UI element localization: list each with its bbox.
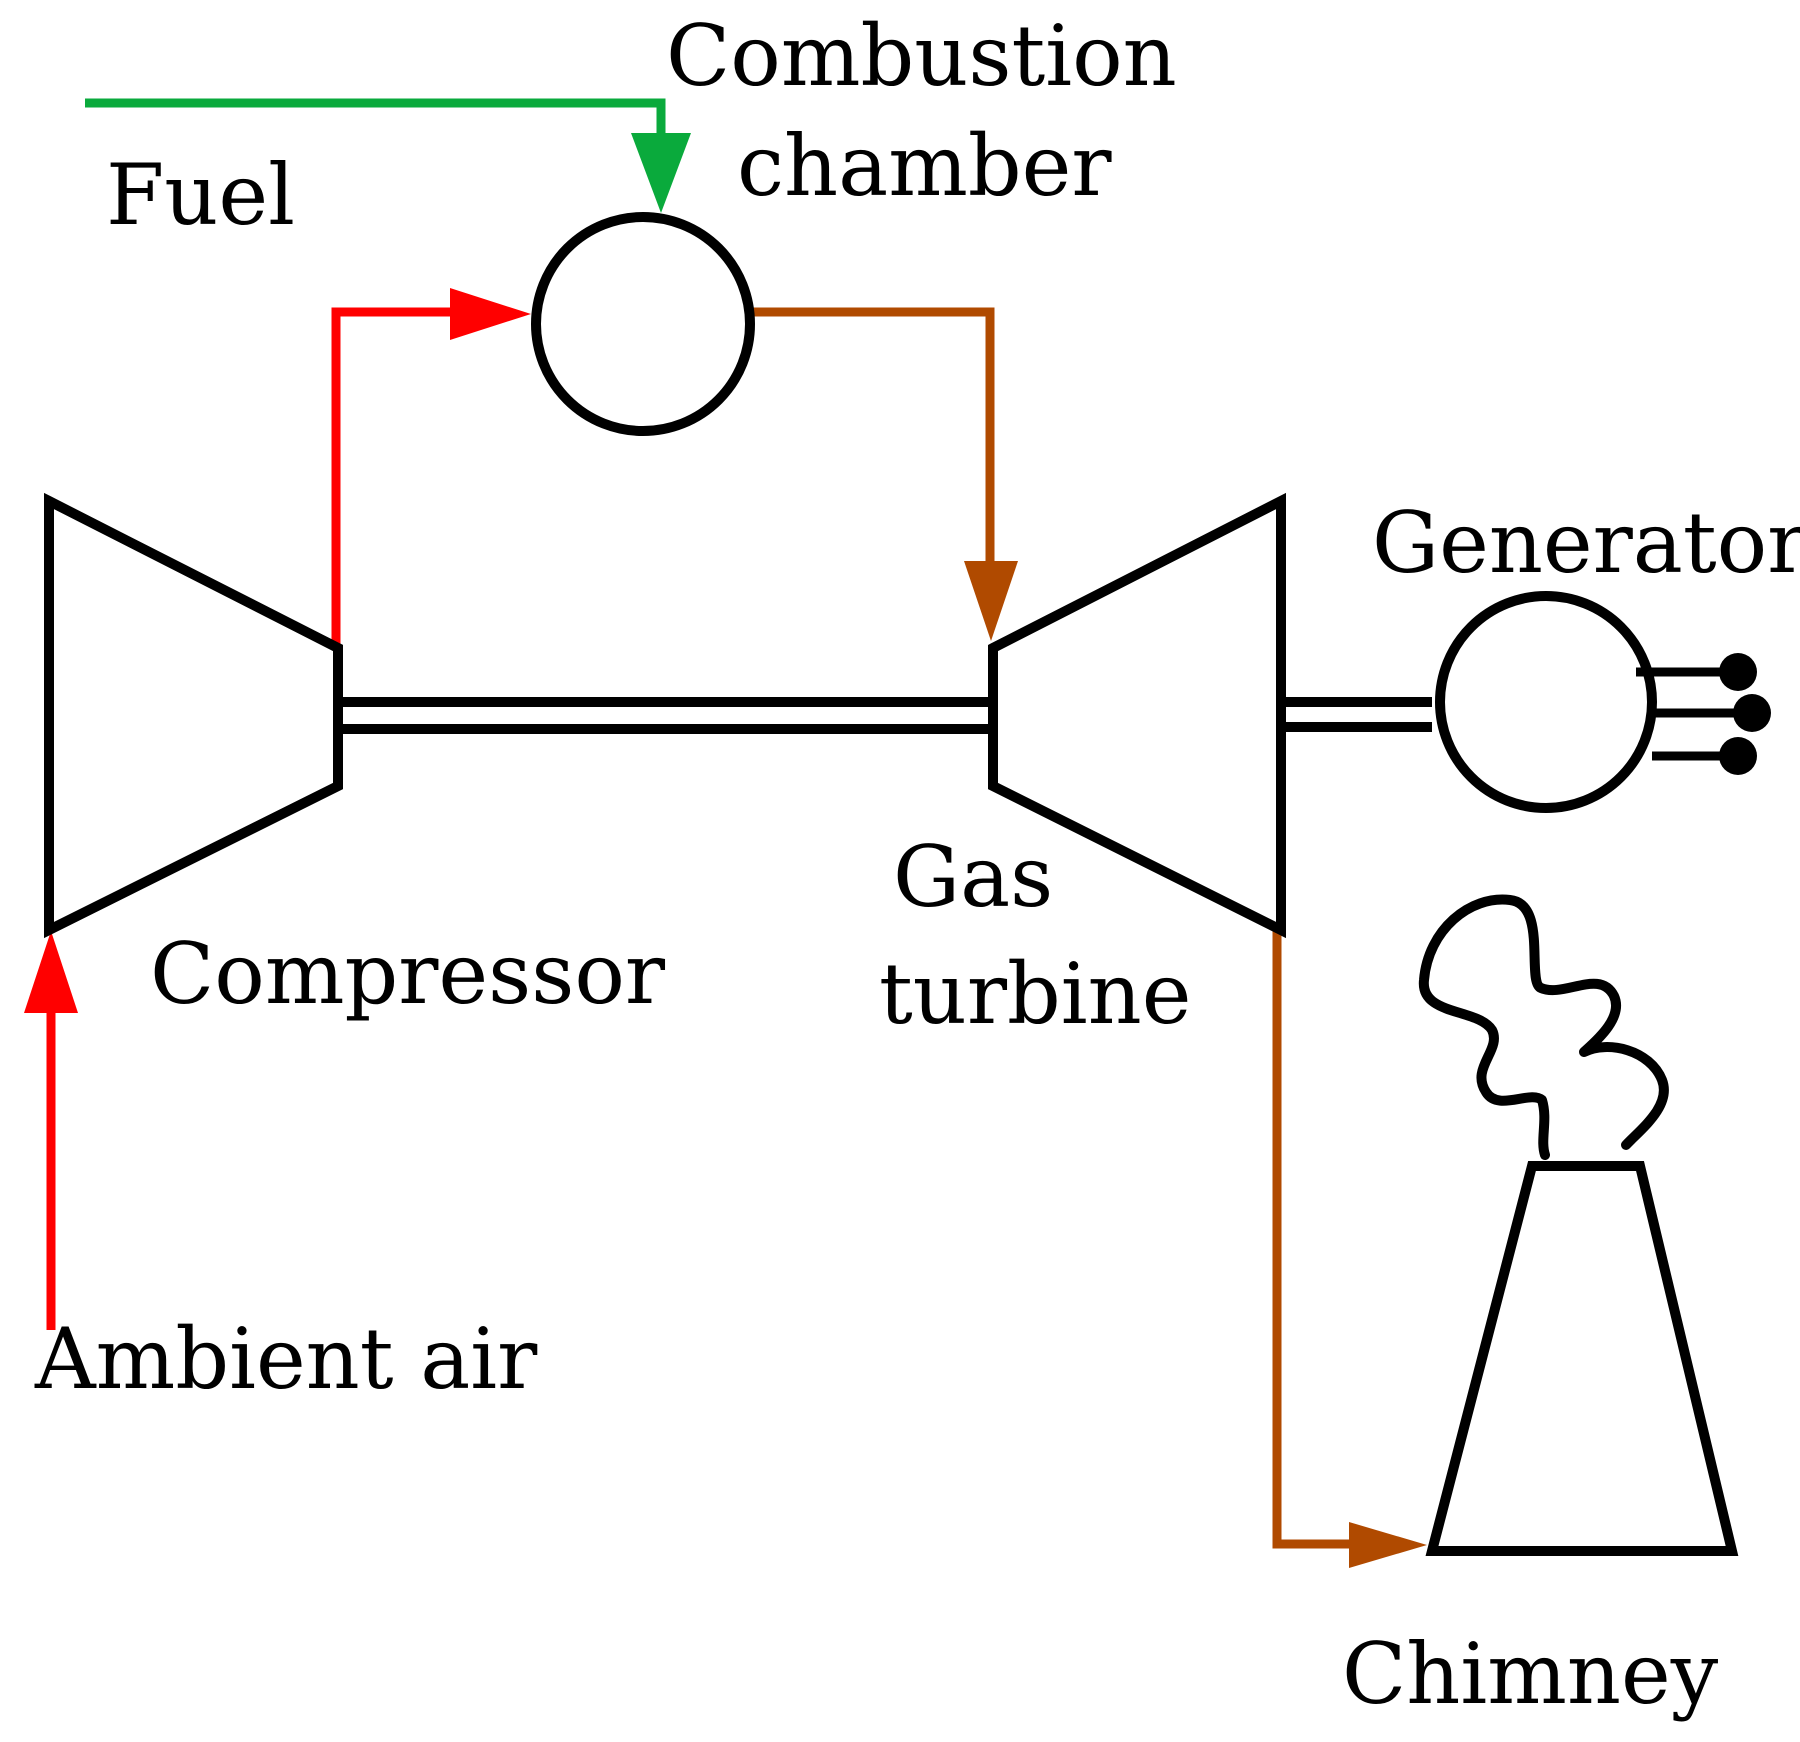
generator-label: Generator <box>1372 494 1800 592</box>
chimney-stack-icon <box>1425 1161 1739 1556</box>
compressor-trapezoid-icon <box>44 492 343 939</box>
hot-gas-flow-arrow <box>748 307 1018 641</box>
generator-circle-icon <box>1435 591 1771 813</box>
shaft <box>338 697 1432 734</box>
gas-turbine-trapezoid-icon <box>988 492 1286 939</box>
exhaust-flow-arrow <box>1272 923 1427 1568</box>
ambient-air-label: Ambient air <box>34 1310 538 1408</box>
combustion-chamber-label-line1: Combustion <box>666 7 1177 105</box>
gas-turbine-label-line1: Gas <box>893 828 1053 926</box>
gas-turbine-label-line2: turbine <box>879 945 1191 1043</box>
combustion-chamber-circle-icon <box>531 212 755 436</box>
combustion-chamber-label-line2: chamber <box>737 117 1112 215</box>
compressed-air-flow-arrow <box>331 288 531 648</box>
smoke-plume-icon <box>1418 894 1669 1160</box>
fuel-label: Fuel <box>106 146 295 244</box>
compressor-label: Compressor <box>150 925 666 1023</box>
ambient-air-flow-arrow <box>24 931 78 1330</box>
chimney-label: Chimney <box>1342 1625 1719 1723</box>
fuel-flow-arrow <box>85 98 691 213</box>
